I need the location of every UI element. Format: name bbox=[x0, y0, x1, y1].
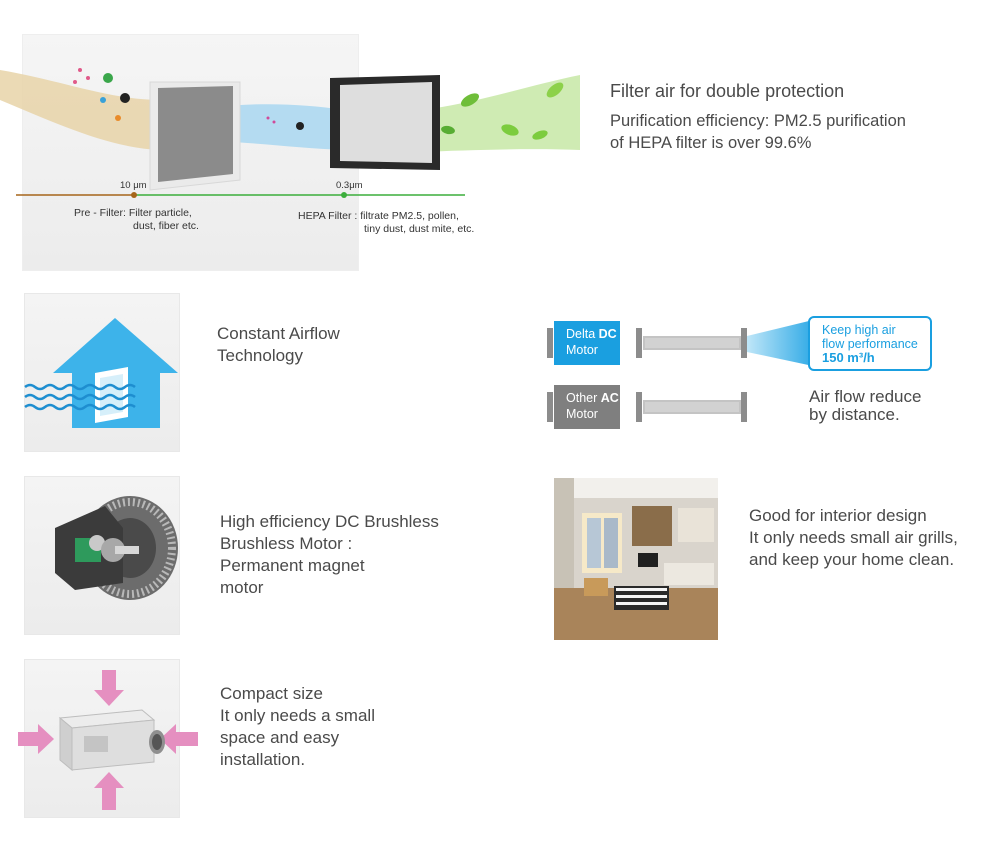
callout-line-2: flow performance bbox=[822, 337, 918, 351]
delta-right-cap bbox=[741, 328, 747, 358]
dc-motor-line-1: High efficiency DC Brushless bbox=[220, 512, 439, 531]
compact-unit-image bbox=[18, 670, 198, 810]
hepa-size: 0.3μm bbox=[336, 180, 363, 191]
delta-mid-cap bbox=[636, 328, 642, 358]
callout-value: 150 m³/h bbox=[822, 350, 875, 365]
filter-title: Filter air for double protection bbox=[610, 81, 845, 101]
interior-line-2: It only needs small air grills, bbox=[749, 528, 958, 547]
delta-motor-label: Motor bbox=[566, 343, 598, 357]
dc-motor-line-2: Brushless Motor : bbox=[220, 534, 353, 553]
pre-filter-marker bbox=[131, 192, 137, 198]
other-left-cap bbox=[547, 392, 553, 422]
arrow-left-icon bbox=[160, 724, 198, 754]
pre-filter-panel bbox=[149, 81, 241, 191]
callout-line-1: Keep high air bbox=[822, 323, 896, 337]
dc-motor-image bbox=[55, 496, 178, 600]
reduce-line-1: Air flow reduce bbox=[809, 387, 922, 406]
other-right-cap bbox=[741, 392, 747, 422]
airflow-line-1: Constant Airflow bbox=[217, 324, 340, 343]
pre-filter-size: 10 μm bbox=[120, 180, 147, 191]
pre-filter-label-2: dust, fiber etc. bbox=[133, 220, 199, 232]
delta-dc-motor-box: Delta DC Motor bbox=[554, 321, 620, 365]
filter-graphic bbox=[0, 68, 580, 198]
dirty-air-stream bbox=[0, 70, 160, 150]
other-motor-label: Motor bbox=[566, 407, 598, 421]
arrow-down-icon bbox=[94, 670, 124, 706]
interior-line-1: Good for interior design bbox=[749, 506, 927, 525]
arrow-up-icon bbox=[94, 772, 124, 810]
other-brand: Other bbox=[566, 391, 601, 405]
particle-black bbox=[120, 93, 130, 103]
house-airflow-icon bbox=[24, 318, 178, 428]
delta-brand: Delta bbox=[566, 327, 599, 341]
dc-motor-line-3: Permanent magnet bbox=[220, 556, 365, 575]
compact-line-1: Compact size bbox=[220, 684, 323, 703]
performance-callout: Keep high air flow performance 150 m³/h bbox=[808, 316, 932, 371]
hepa-marker bbox=[341, 192, 347, 198]
other-mid-cap bbox=[636, 392, 642, 422]
compact-line-2: It only needs a small bbox=[220, 706, 375, 725]
delta-duct bbox=[643, 336, 741, 350]
other-type: AC bbox=[600, 391, 619, 405]
pre-filter-label-1: Pre - Filter: Filter particle, bbox=[74, 207, 192, 219]
reduce-line-2: by distance. bbox=[809, 405, 900, 424]
other-duct bbox=[643, 400, 741, 414]
airflow-beam bbox=[747, 320, 813, 366]
particle-green bbox=[103, 73, 113, 83]
delta-type: DC bbox=[598, 327, 617, 341]
hepa-filter-panel bbox=[330, 75, 440, 170]
arrow-right-icon bbox=[18, 724, 54, 754]
filter-desc-2: of HEPA filter is over 99.6% bbox=[610, 134, 812, 152]
airflow-line-2: Technology bbox=[217, 346, 304, 365]
compact-line-4: installation. bbox=[220, 750, 306, 769]
hepa-label-1: HEPA Filter : filtrate PM2.5, pollen, bbox=[298, 210, 459, 222]
filter-desc-1: Purification efficiency: PM2.5 purificat… bbox=[610, 112, 906, 130]
other-ac-motor-box: Other AC Motor bbox=[554, 385, 620, 429]
interior-photo bbox=[554, 478, 718, 640]
interior-line-3: and keep your home clean. bbox=[749, 550, 955, 569]
dc-motor-line-4: motor bbox=[220, 578, 264, 597]
compact-line-3: space and easy bbox=[220, 728, 340, 747]
delta-left-cap bbox=[547, 328, 553, 358]
hepa-label-2: tiny dust, dust mite, etc. bbox=[364, 223, 475, 235]
